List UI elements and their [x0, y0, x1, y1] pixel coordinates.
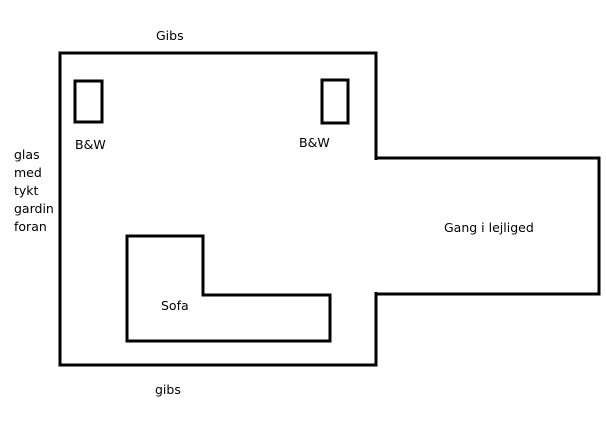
speaker-right-label: B&W — [299, 135, 330, 150]
wall-left-line: med — [14, 165, 42, 180]
sofa-shape — [125, 234, 332, 343]
sofa-label: Sofa — [161, 298, 189, 313]
wall-left-line: glas — [14, 147, 40, 162]
wall-left-line: gardin — [14, 201, 54, 216]
room-wall — [58, 51, 378, 367]
speaker-left-label: B&W — [75, 137, 106, 152]
wall-left-line: foran — [14, 219, 47, 234]
wall-left-line: tykt — [14, 183, 39, 198]
wall-bottom-label: gibs — [155, 382, 181, 397]
hallway-label: Gang i lejliged — [444, 220, 534, 235]
speaker-right — [320, 78, 350, 125]
hallway-outline — [376, 156, 601, 296]
wall-top-label: Gibs — [156, 28, 184, 43]
speaker-left — [73, 79, 104, 124]
